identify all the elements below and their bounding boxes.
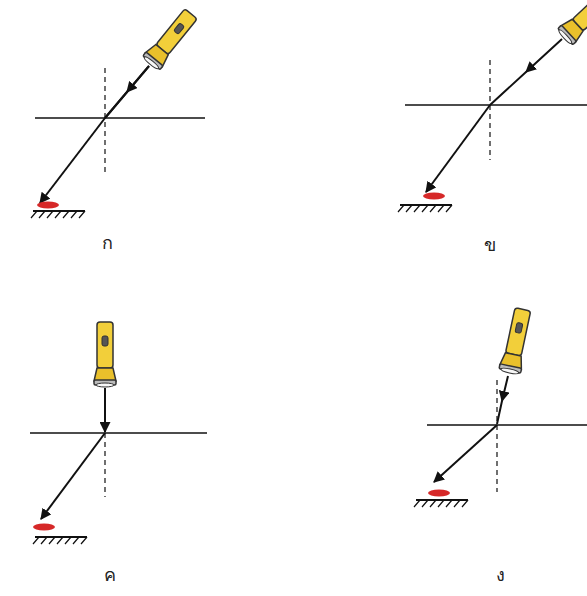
panel-label: ก [102,234,113,252]
panel-b [398,0,587,212]
panel-label: ค [104,566,116,584]
panel-c [30,322,207,544]
panel-label: ข [484,236,496,254]
panel-label: ง [496,566,505,584]
panel-a [31,7,205,218]
panel-d [414,307,587,507]
